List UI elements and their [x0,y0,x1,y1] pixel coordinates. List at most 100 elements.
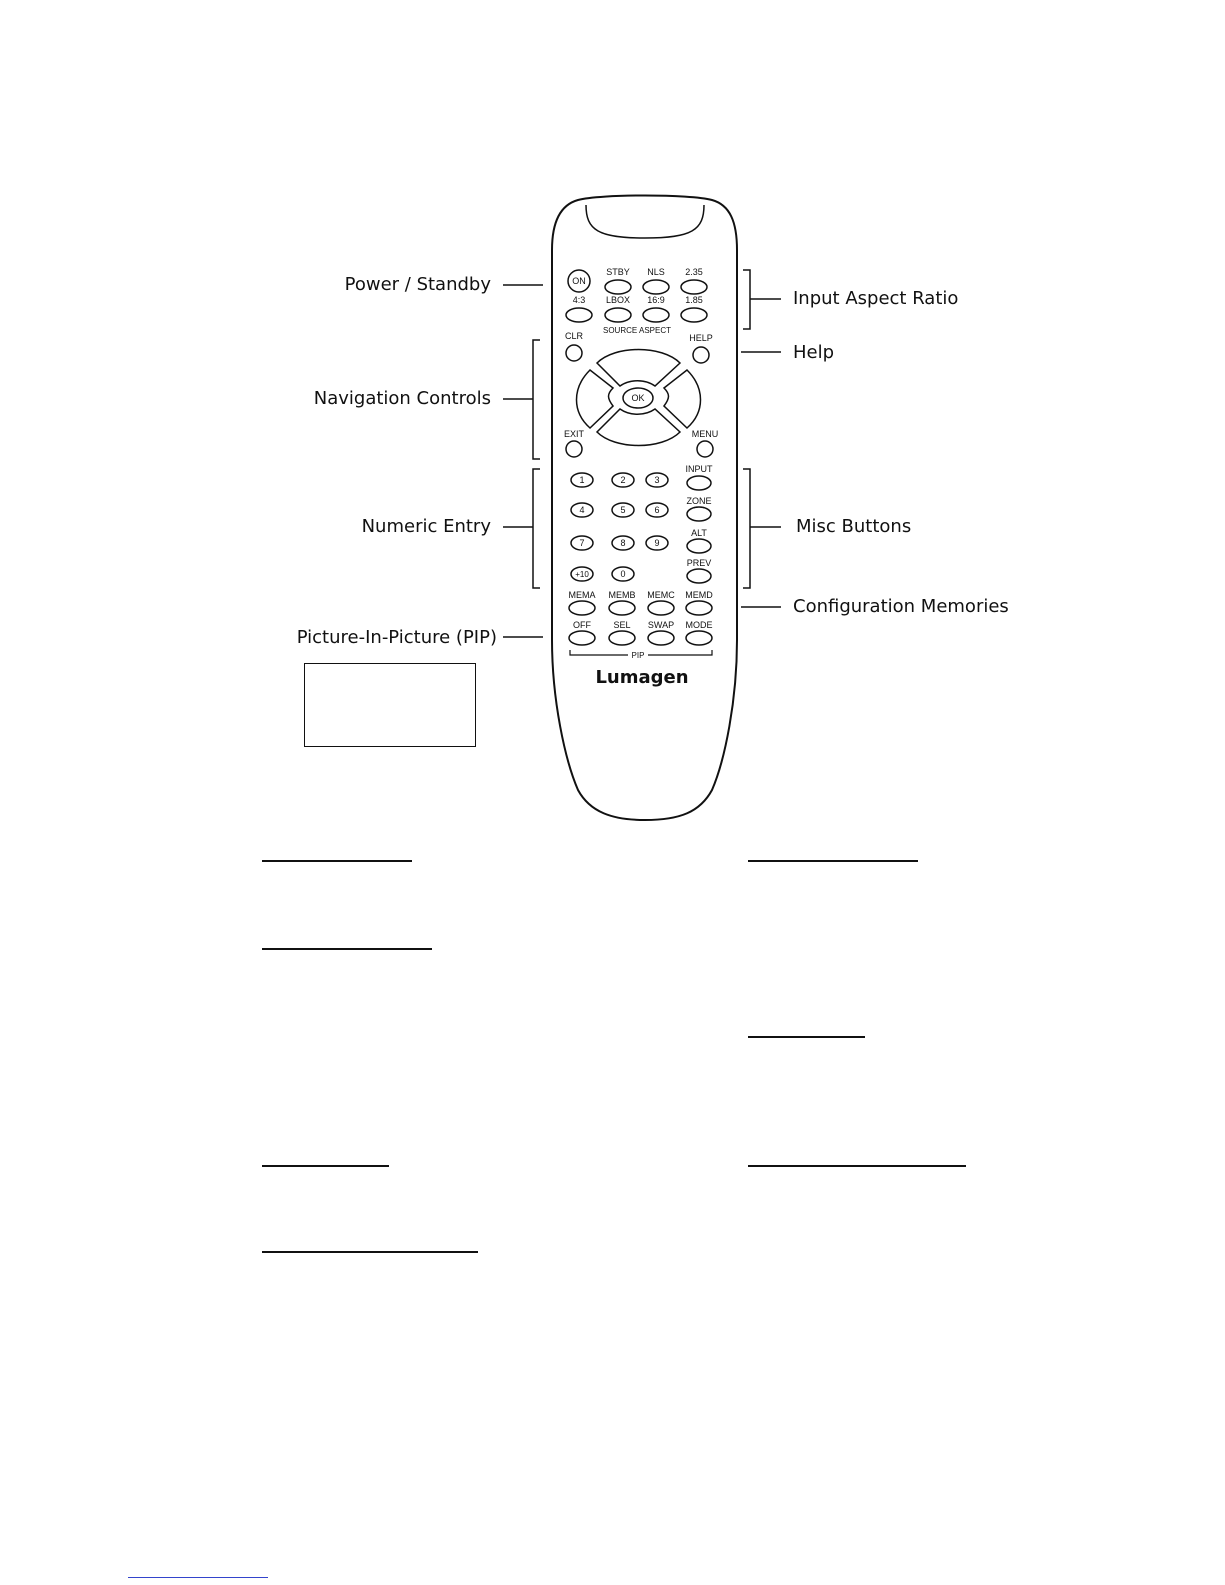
help-callout: Help [793,342,835,363]
ir-window [585,204,705,239]
exit-button[interactable] [565,440,583,458]
misc-bracket [743,468,781,589]
num-2-button[interactable] [611,472,635,488]
memc-label: MEMC [647,590,675,600]
pip-mode-label: MODE [686,620,713,630]
num-4-button[interactable] [570,502,594,518]
num-9-button[interactable] [645,535,669,551]
num-2-label: 2 [620,475,625,485]
memc-button[interactable] [647,600,675,616]
memb-label: MEMB [609,590,636,600]
nav-left-button[interactable] [575,368,615,430]
numeric-entry-callout: Numeric Entry [361,516,491,537]
help-button[interactable] [692,346,710,364]
ok-label: OK [631,393,644,403]
power-standby-callout: Power / Standby [344,274,491,295]
pip-callout: Picture-In-Picture (PIP) [296,627,497,648]
section-rule-left-1 [262,860,412,862]
pip-swap-button[interactable] [647,630,675,646]
num-plus10-label: +10 [575,570,589,579]
nls-button[interactable] [642,279,670,295]
pip-mode-button[interactable] [685,630,713,646]
pip-sel-button[interactable] [608,630,636,646]
ratio-43-button[interactable] [565,307,593,323]
ratio-169-label: 16:9 [647,295,665,305]
section-rule-left-2 [262,948,432,950]
ratio-235-button[interactable] [680,279,708,295]
zone-button[interactable] [686,506,712,522]
ratio-43-label: 4:3 [573,295,586,305]
ratio-185-button[interactable] [680,307,708,323]
memd-label: MEMD [685,590,713,600]
prev-button[interactable] [686,568,712,584]
mema-label: MEMA [569,590,596,600]
configuration-memories-callout: Configuration Memories [793,596,1009,617]
num-9-label: 9 [654,538,659,548]
memd-button[interactable] [685,600,713,616]
section-rule-right-3 [748,1165,966,1167]
num-5-label: 5 [620,505,625,515]
clr-button[interactable] [565,344,583,362]
pip-off-label: OFF [573,620,591,630]
nav-up-button[interactable] [595,348,682,387]
aspect-ratio-bracket [743,269,781,330]
navigation-controls-callout: Navigation Controls [313,388,491,409]
num-3-label: 3 [654,475,659,485]
num-8-label: 8 [620,538,625,548]
num-7-label: 7 [579,538,584,548]
input-aspect-ratio-callout: Input Aspect Ratio [793,288,959,309]
section-rule-right-1 [748,860,918,862]
prev-label: PREV [687,558,712,568]
num-0-label: 0 [620,569,625,579]
numeric-bracket [503,468,540,589]
section-rule-left-4 [262,1251,478,1253]
ok-button[interactable] [622,387,654,409]
pip-swap-label: SWAP [648,620,674,630]
remote-body [551,194,738,822]
pip-off-button[interactable] [568,630,596,646]
num-6-button[interactable] [645,502,669,518]
stby-label: STBY [606,267,630,277]
num-7-button[interactable] [570,535,594,551]
num-4-label: 4 [579,505,584,515]
section-rule-left-3 [262,1165,389,1167]
menu-button[interactable] [696,440,714,458]
on-button[interactable] [567,269,591,293]
num-8-button[interactable] [611,535,635,551]
num-5-button[interactable] [611,502,635,518]
blank-box [304,663,476,747]
num-1-button[interactable] [570,472,594,488]
memb-button[interactable] [608,600,636,616]
lbox-button[interactable] [604,307,632,323]
input-button[interactable] [686,475,712,491]
num-plus10-button[interactable] [570,566,594,582]
nls-label: NLS [647,267,665,277]
on-button-label: ON [572,276,586,286]
source-aspect-label: SOURCE ASPECT [603,326,671,335]
stby-button[interactable] [604,279,632,295]
alt-button[interactable] [686,538,712,554]
help-label: HELP [689,333,713,343]
nav-down-button[interactable] [595,408,682,447]
pip-group-label: PIP [632,651,645,660]
menu-label: MENU [692,429,719,439]
ratio-185-label: 1.85 [685,295,703,305]
nav-right-button[interactable] [662,368,702,430]
ratio-169-button[interactable] [642,307,670,323]
input-label: INPUT [686,464,714,474]
mema-button[interactable] [568,600,596,616]
exit-label: EXIT [564,429,585,439]
num-0-button[interactable] [611,566,635,582]
brand-logo: Lumagen [595,667,688,688]
lbox-label: LBOX [606,295,630,305]
misc-buttons-callout: Misc Buttons [796,516,912,537]
num-1-label: 1 [579,475,584,485]
section-rule-right-2 [748,1036,865,1038]
clr-label: CLR [565,331,584,341]
num-3-button[interactable] [645,472,669,488]
navigation-bracket [503,339,540,460]
num-6-label: 6 [654,505,659,515]
alt-label: ALT [691,528,707,538]
